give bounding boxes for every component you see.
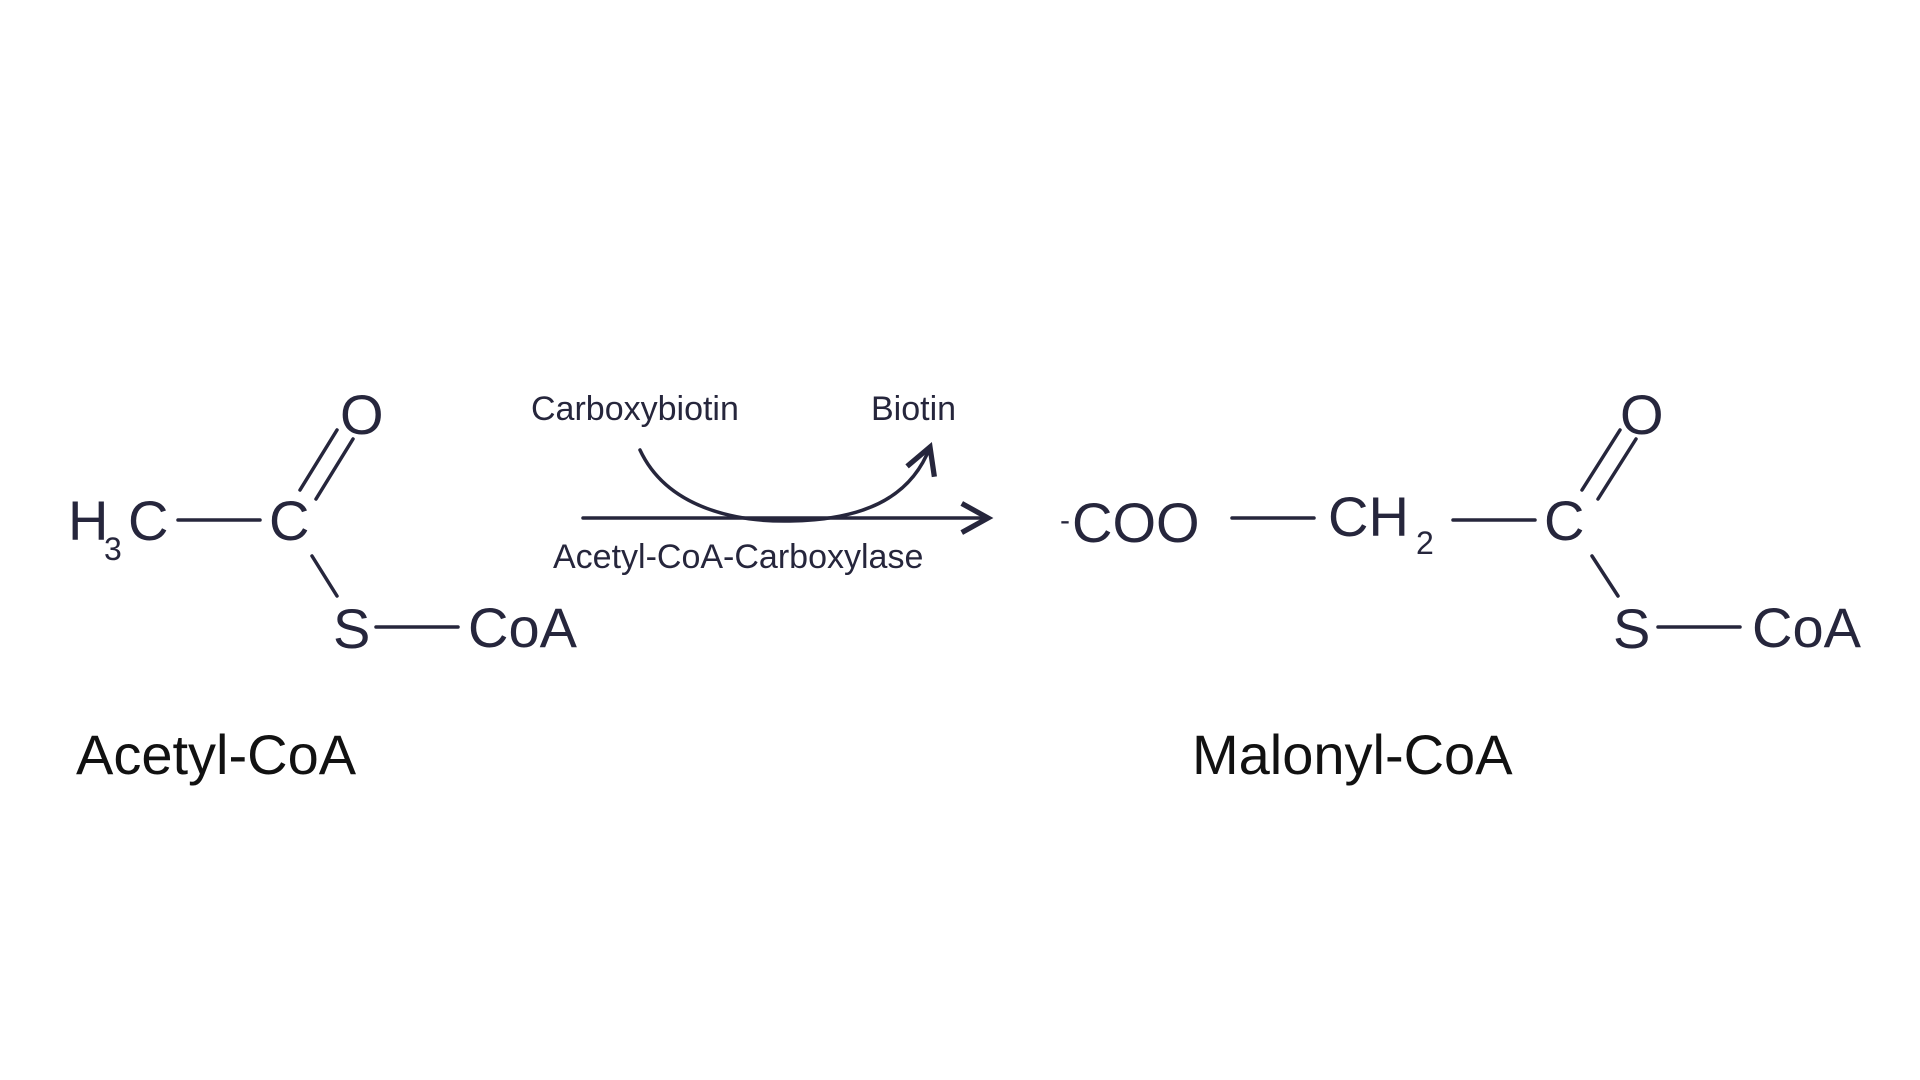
acetyl-h-subscript: 3	[104, 531, 122, 567]
acetyl-sulfur-atom: S	[333, 597, 370, 660]
malonyl-coa-structure: - COO CH 2 C O S CoA	[1060, 383, 1862, 660]
biotin-label: Biotin	[871, 390, 956, 428]
malonyl-carbonyl-c-atom: C	[1544, 489, 1584, 552]
acetyl-c-s-bond	[310, 554, 339, 598]
malonyl-c-s-bond	[1590, 554, 1620, 598]
acetyl-double-bond-1	[298, 428, 339, 492]
malonyl-methylene-group: CH	[1328, 485, 1409, 548]
acetyl-methyl-c-atom: C	[128, 489, 168, 552]
malonyl-carboxylate-group: COO	[1072, 491, 1200, 554]
acetyl-coa-group: CoA	[468, 596, 578, 659]
cofactor-curved-arrow	[638, 441, 937, 523]
carboxybiotin-label: Carboxybiotin	[531, 390, 739, 428]
acetyl-coa-structure: H 3 C C O S CoA	[68, 383, 578, 660]
malonyl-coa-group: CoA	[1752, 596, 1862, 659]
acetyl-carbonyl-c-atom: C	[269, 489, 309, 552]
acetyl-h-atom: H	[68, 489, 108, 552]
acetyl-coa-name: Acetyl-CoA	[76, 723, 357, 786]
malonyl-negative-charge: -	[1060, 504, 1070, 537]
malonyl-sulfur-atom: S	[1613, 597, 1650, 660]
enzyme-label: Acetyl-CoA-Carboxylase	[553, 538, 923, 576]
malonyl-oxygen-atom: O	[1620, 383, 1664, 446]
malonyl-double-bond-2	[1596, 437, 1638, 501]
malonyl-double-bond-1	[1580, 428, 1622, 492]
malonyl-methylene-subscript: 2	[1416, 525, 1434, 561]
acetyl-oxygen-atom: O	[340, 383, 384, 446]
acetyl-double-bond-2	[314, 437, 355, 501]
reaction-arrow-group: Carboxybiotin Biotin Acetyl-CoA-Carboxyl…	[531, 390, 994, 576]
malonyl-coa-name: Malonyl-CoA	[1192, 723, 1513, 786]
